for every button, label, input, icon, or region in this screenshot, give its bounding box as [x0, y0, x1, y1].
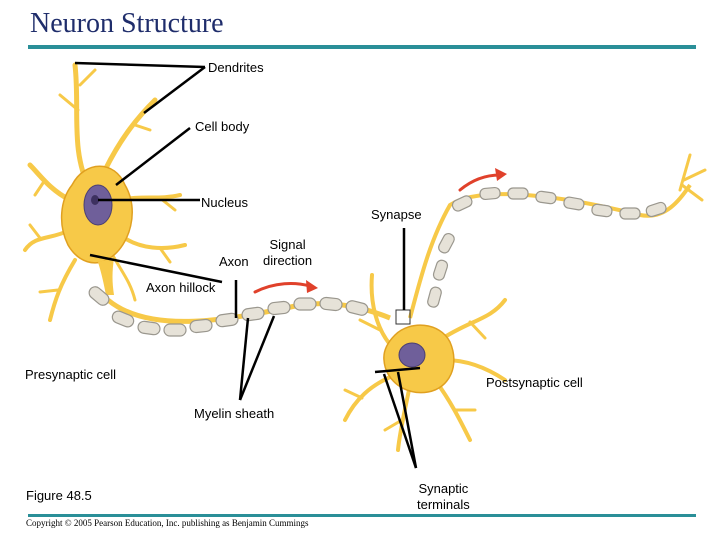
label-axon: Axon [219, 254, 249, 269]
label-signal-direction: Signal direction [263, 237, 312, 269]
label-cell-body: Cell body [195, 119, 250, 134]
label-signal-direction-line1: Signal [269, 237, 306, 252]
leader-lines [74, 61, 421, 469]
label-signal-direction-line2: direction [263, 253, 313, 268]
label-synaptic-terminals: Synaptic terminals [417, 481, 470, 513]
label-postsynaptic-cell: Postsynaptic cell [486, 375, 583, 390]
postsynaptic-nucleus [398, 342, 426, 368]
label-axon-hillock: Axon hillock [146, 280, 216, 295]
synapse-box [395, 309, 411, 325]
myelin-sheath-segments-2 [427, 186, 667, 308]
signal-direction-arrows [253, 173, 502, 294]
label-presynaptic-cell: Presynaptic cell [25, 367, 117, 382]
label-synaptic-terminals-line1: Synaptic [418, 481, 469, 496]
label-nucleus: Nucleus [201, 195, 248, 210]
footer-divider [28, 514, 696, 517]
label-synaptic-terminals-line2: terminals [417, 497, 470, 512]
myelin-sheath-segments [88, 286, 369, 337]
label-myelin-sheath: Myelin sheath [194, 406, 275, 421]
figure-caption: Figure 48.5 [26, 488, 92, 503]
axon-hillock [98, 258, 114, 295]
label-dendrites: Dendrites [208, 60, 264, 75]
page-title: Neuron Structure [30, 8, 224, 39]
presynaptic-nucleus [83, 184, 113, 226]
copyright-notice: Copyright © 2005 Pearson Education, Inc.… [26, 518, 309, 528]
label-synapse: Synapse [371, 207, 422, 222]
title-divider [28, 45, 696, 49]
